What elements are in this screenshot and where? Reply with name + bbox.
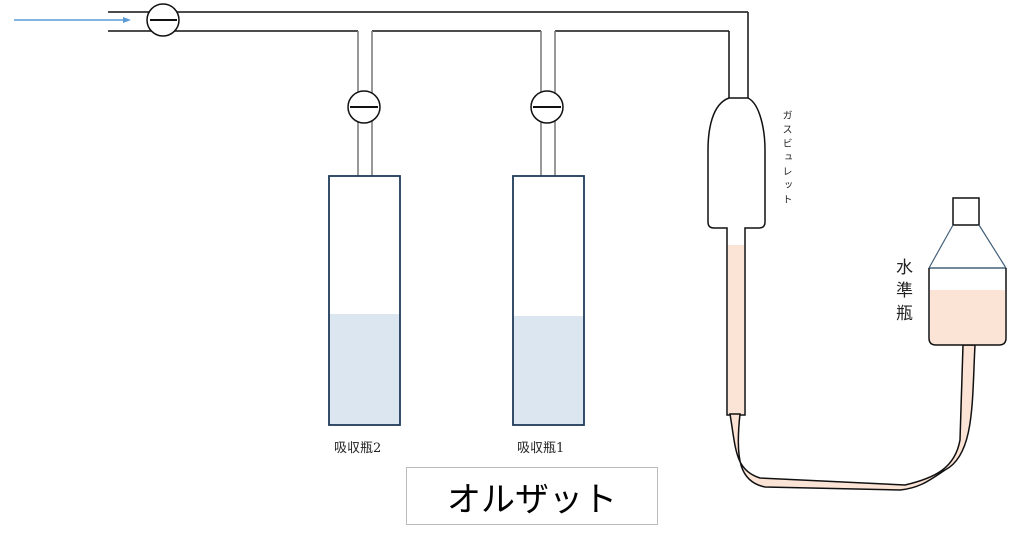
absorber-bottle-1 bbox=[512, 175, 585, 426]
inlet-arrow bbox=[14, 17, 131, 23]
absorber-1-valve bbox=[530, 90, 564, 124]
branch-pipes bbox=[357, 31, 556, 176]
main-pipe bbox=[108, 11, 749, 98]
absorber-2-label: 吸収瓶2 bbox=[334, 441, 382, 456]
rubber-hose bbox=[729, 344, 976, 491]
leveling-bottle bbox=[928, 197, 1007, 346]
diagram-title: オルザット bbox=[406, 467, 658, 525]
gas-burette bbox=[707, 97, 766, 416]
absorber-1-label: 吸収瓶1 bbox=[517, 441, 565, 456]
absorber-2-valve bbox=[347, 90, 381, 124]
absorber-bottle-2 bbox=[328, 175, 401, 426]
gas-burette-label: ガスビュレット bbox=[780, 110, 791, 208]
inlet-valve bbox=[146, 3, 180, 37]
leveling-bottle-label: 水準瓶 bbox=[892, 258, 912, 327]
